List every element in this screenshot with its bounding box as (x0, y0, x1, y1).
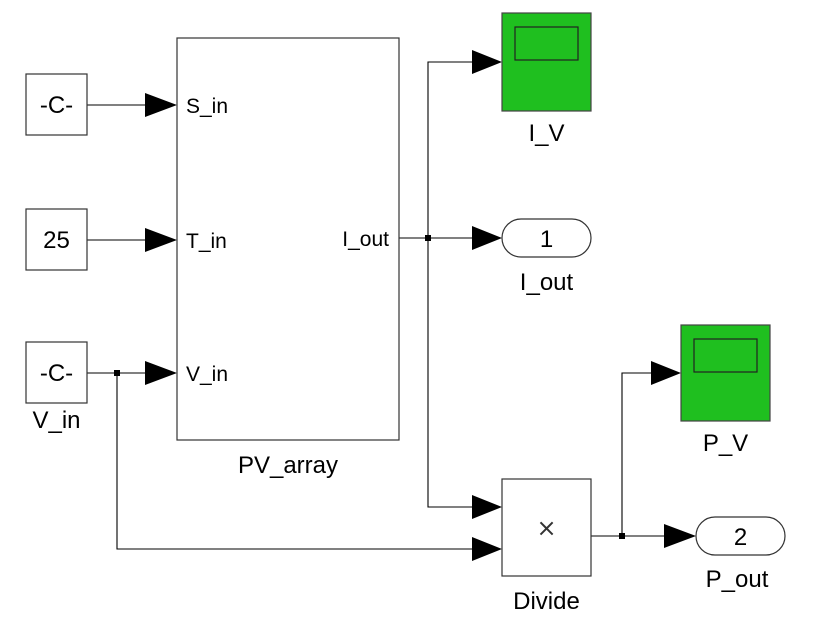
scope-block-iv[interactable] (501, 12, 592, 112)
outport-block-1[interactable]: 1 (501, 218, 592, 258)
arrow-v-in (145, 361, 177, 385)
junction-divide-out (619, 533, 625, 539)
port-label-v-in: V_in (186, 363, 228, 386)
outport-number-1: 1 (540, 226, 553, 253)
outport-number-2: 2 (734, 524, 747, 551)
divide-block[interactable]: × (501, 478, 592, 577)
divide-name: Divide (513, 588, 580, 615)
junction-v-in (114, 370, 120, 376)
outport-block-2[interactable]: 2 (695, 516, 786, 556)
constant-value-v-in: -C- (40, 360, 73, 387)
arrow-t-in (145, 228, 177, 252)
port-label-s-in: S_in (186, 95, 228, 118)
arrow-outport-1 (472, 226, 502, 250)
arrow-iv-scope (472, 50, 502, 74)
constant-block-s-in[interactable]: -C- (25, 73, 88, 136)
junction-i-out (425, 235, 431, 241)
pv-array-subsystem[interactable]: S_in T_in V_in I_out (176, 37, 400, 441)
constant-name-v-in: V_in (32, 407, 80, 434)
divide-operator-icon: × (536, 514, 556, 542)
arrow-outport-2 (664, 524, 696, 548)
scope-screen-iv (514, 26, 579, 61)
scope-screen-pv (693, 338, 758, 373)
constant-value-t-in: 25 (43, 227, 70, 254)
arrowheads (145, 50, 696, 561)
constant-value-s-in: -C- (40, 92, 73, 119)
subsystem-name: PV_array (238, 452, 338, 479)
arrow-pv-scope (651, 361, 681, 385)
port-label-i-out: I_out (342, 228, 389, 251)
scope-name-iv: I_V (528, 120, 564, 147)
port-label-t-in: T_in (186, 230, 227, 253)
outport-name-1: I_out (520, 269, 574, 296)
constant-block-v-in[interactable]: -C- (25, 341, 88, 404)
outport-name-2: P_out (706, 566, 769, 593)
constant-block-t-in[interactable]: 25 (25, 208, 88, 271)
scope-name-pv: P_V (703, 430, 748, 457)
scope-block-pv[interactable] (680, 324, 771, 422)
arrow-divide-in1 (472, 495, 502, 519)
arrow-s-in (145, 93, 177, 117)
arrow-divide-in2 (472, 537, 502, 561)
signal-lines (87, 61, 667, 550)
